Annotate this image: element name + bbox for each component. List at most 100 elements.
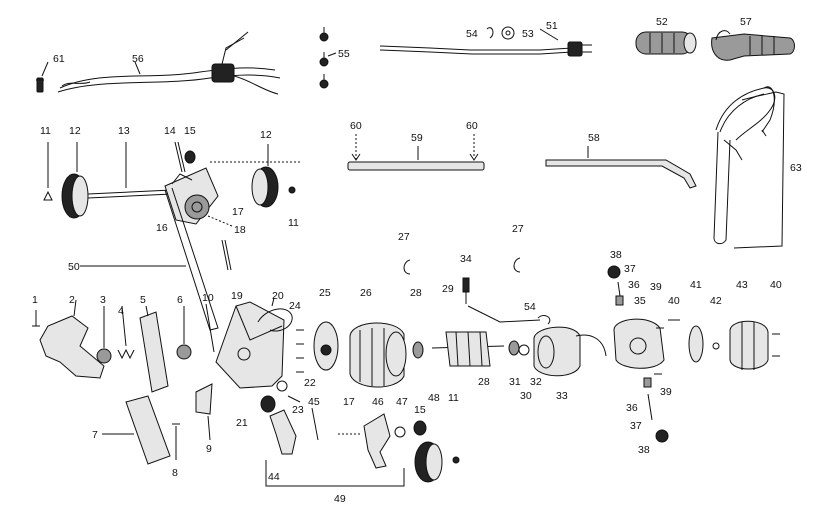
callout-44: 44 — [268, 471, 280, 483]
part-18-spring — [221, 239, 232, 271]
callout-16: 16 — [156, 222, 168, 234]
part-43-end-cover — [729, 320, 769, 370]
callout-23: 23 — [292, 404, 304, 416]
callout-46: 46 — [372, 396, 384, 408]
callout-54: 54 — [466, 28, 478, 40]
part-26-motor-housing — [349, 322, 407, 388]
part-20-gasket — [257, 297, 293, 332]
part-11-nut-lower — [452, 456, 460, 464]
part-48-wheel — [414, 441, 443, 483]
part-60-pins — [351, 134, 479, 161]
part-38-knob-top — [607, 265, 621, 279]
part-25-fan — [313, 321, 339, 371]
callout-51: 51 — [546, 20, 558, 32]
callout-36-top: 36 — [628, 279, 640, 291]
callout-14: 14 — [164, 125, 176, 137]
callout-49: 49 — [334, 493, 346, 505]
callout-52: 52 — [656, 16, 668, 28]
callout-19: 19 — [231, 290, 243, 302]
part-38-knob-bottom — [655, 429, 669, 443]
part-51-power-cord — [379, 26, 592, 57]
callout-63: 63 — [790, 162, 802, 174]
callout-labels: 61 56 55 54 53 51 52 57 11 12 13 14 15 1… — [32, 16, 802, 505]
callout-61: 61 — [53, 53, 65, 65]
part-36-cap-bottom — [643, 377, 652, 388]
part-41-disc — [688, 325, 704, 363]
part-9-guard — [195, 383, 213, 441]
part-59-bar — [347, 146, 485, 171]
callout-57: 57 — [740, 16, 752, 28]
part-7-blade — [102, 395, 171, 465]
callout-17-lower: 17 — [343, 396, 355, 408]
part-61-terminal — [36, 61, 49, 93]
callout-43: 43 — [736, 279, 748, 291]
part-21-knob — [260, 395, 276, 413]
callout-42: 42 — [710, 295, 722, 307]
callout-11: 11 — [40, 125, 51, 137]
callout-38-bottom: 38 — [638, 444, 650, 456]
callout-1: 1 — [32, 294, 38, 306]
part-12-wheel-left — [61, 142, 89, 219]
part-1-screw — [32, 310, 40, 327]
callout-54-lower: 54 — [524, 301, 536, 313]
callout-50: 50 — [68, 261, 80, 273]
part-15-knob-lower — [413, 420, 427, 436]
part-28-bearing-right — [508, 340, 520, 356]
part-13-axle — [87, 142, 173, 199]
part-46-bracket — [363, 413, 391, 469]
callout-34: 34 — [460, 253, 472, 265]
callout-9: 9 — [206, 443, 212, 455]
callout-32: 32 — [530, 376, 542, 388]
callout-13: 13 — [118, 125, 130, 137]
callout-5: 5 — [140, 294, 146, 306]
callout-11-right: 11 — [288, 217, 299, 229]
part-52-handle-grip — [635, 31, 697, 55]
part-37-spring-bottom — [647, 393, 653, 421]
part-54-clip — [537, 315, 551, 325]
part-55-screws — [319, 27, 337, 89]
part-31-washer — [518, 344, 530, 356]
callout-15-lower: 15 — [414, 404, 426, 416]
callout-45: 45 — [308, 396, 320, 408]
part-6-fitting — [176, 306, 192, 360]
part-15-knob-top — [184, 150, 196, 164]
part-42-washer — [712, 342, 720, 350]
callout-39-bottom: 39 — [660, 386, 672, 398]
callout-37-bottom: 37 — [630, 420, 642, 432]
callout-3: 3 — [100, 294, 106, 306]
callout-21: 21 — [236, 417, 248, 429]
callout-7: 7 — [92, 429, 98, 441]
part-37-spring-top — [617, 281, 621, 297]
part-24-screws — [296, 329, 304, 373]
callout-55: 55 — [338, 48, 350, 60]
callout-35: 35 — [634, 295, 646, 307]
callout-2: 2 — [69, 294, 75, 306]
callout-28-upper: 28 — [410, 287, 422, 299]
callout-17: 17 — [232, 206, 244, 218]
callout-31: 31 — [509, 376, 521, 388]
callout-36-bottom: 36 — [626, 402, 638, 414]
callout-12-right: 12 — [260, 129, 272, 141]
part-23-pin — [287, 395, 301, 403]
part-17-shaft — [207, 215, 233, 227]
callout-26: 26 — [360, 287, 372, 299]
part-49-assembly-bracket — [265, 460, 405, 487]
part-11-nut-right — [288, 186, 296, 194]
part-19-gear-housing — [205, 301, 285, 389]
callout-60-right: 60 — [466, 120, 478, 132]
part-56-switch-cord — [57, 31, 281, 95]
part-39-screws — [654, 327, 664, 375]
callout-58: 58 — [588, 132, 600, 144]
callout-47: 47 — [396, 396, 408, 408]
callout-29: 29 — [442, 283, 454, 295]
part-8-screw — [172, 423, 180, 460]
part-27-ring-right — [513, 257, 521, 273]
callout-4: 4 — [118, 305, 124, 317]
part-4-spring — [117, 305, 135, 360]
callout-10: 10 — [202, 292, 214, 304]
callout-60-left: 60 — [350, 120, 362, 132]
part-16-housing-upper — [164, 161, 300, 225]
part-40-screws — [668, 319, 780, 357]
part-58-bent-tube — [545, 146, 697, 189]
